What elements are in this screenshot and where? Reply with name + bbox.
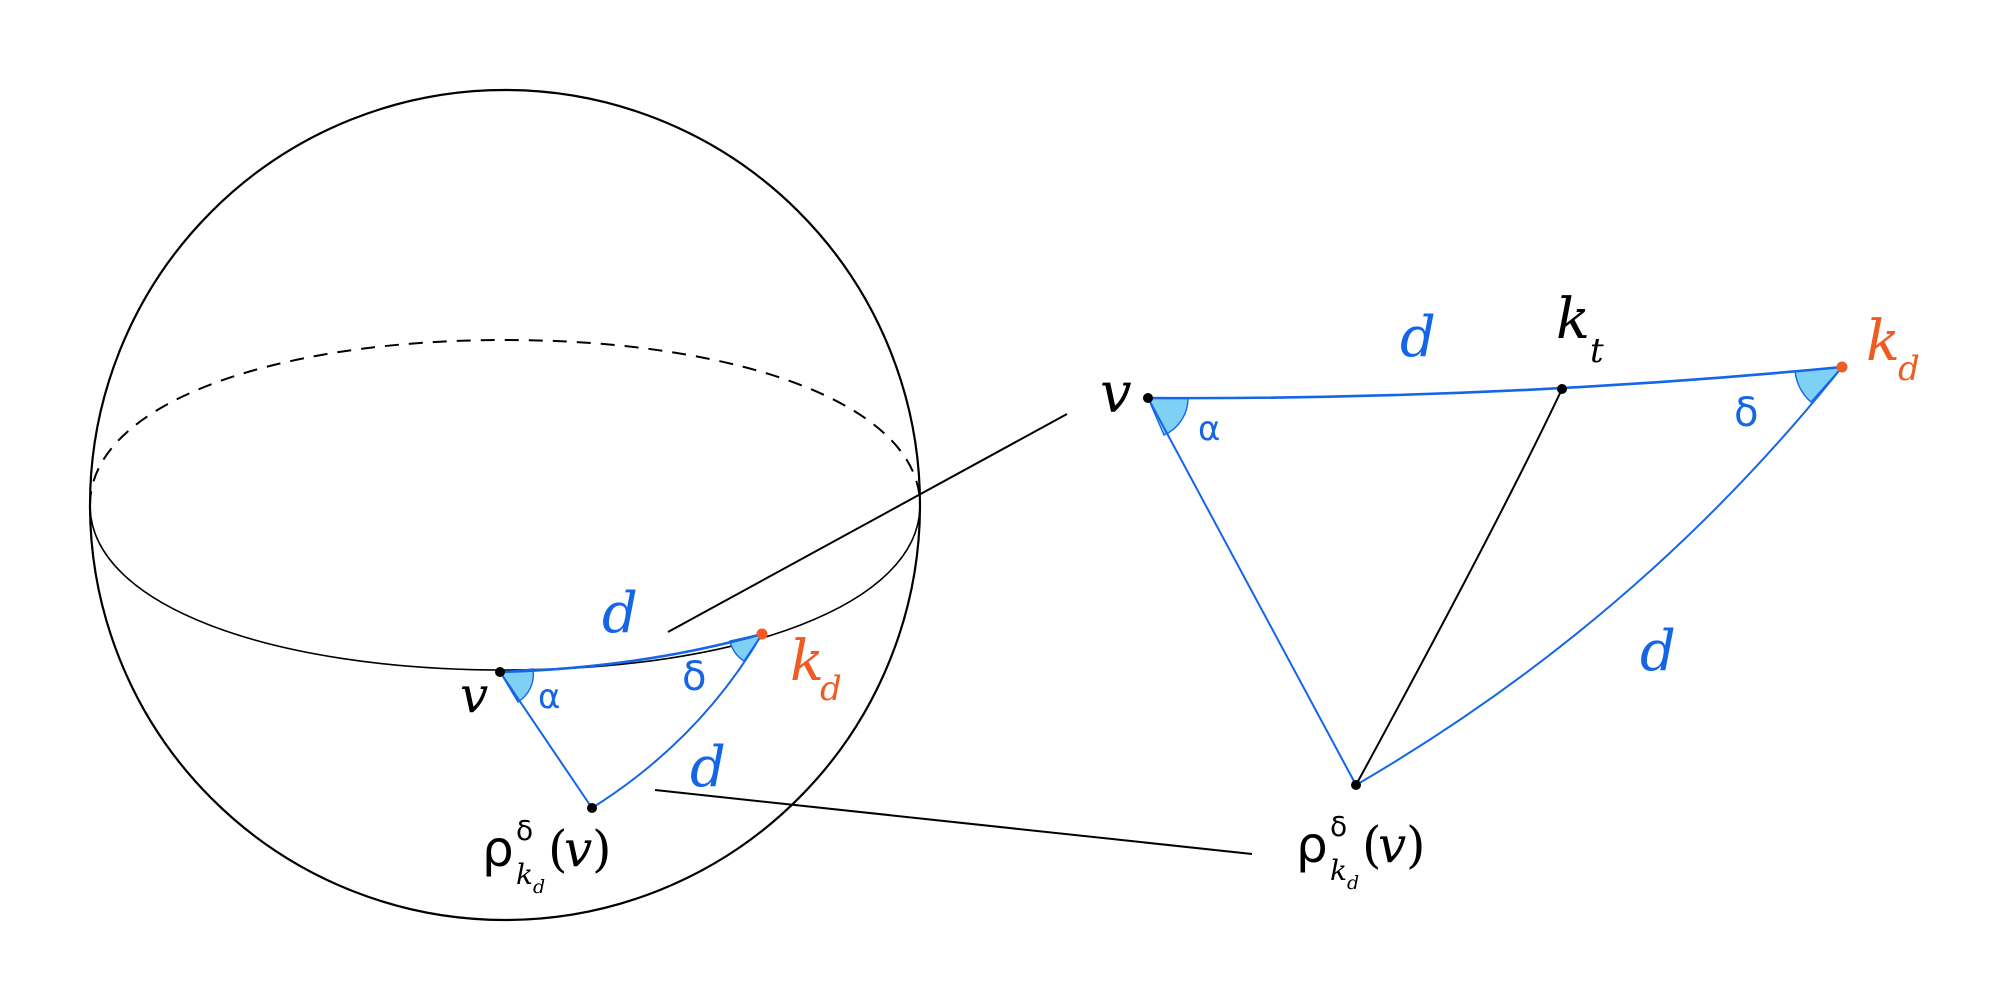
zoom-label-kt: k t [1556, 287, 1604, 371]
zoom-label-v: v [1100, 361, 1132, 426]
zoom-label-alpha: α [1198, 409, 1220, 449]
zoom-side-v-kd [1147, 365, 1843, 400]
zoom-rho-arg: v [1378, 816, 1406, 874]
zoom-side-v-rho [1147, 397, 1357, 786]
zoom-rho-sup: δ [1330, 810, 1347, 843]
sphere-rho-arg: v [564, 820, 592, 878]
sphere-group: v α δ d d k d ρ δ k d ( v ) [88, 88, 922, 922]
zoom-label-d-top: d [1400, 305, 1436, 370]
sphere-label-rho: ρ δ k d ( v ) [482, 814, 612, 898]
sphere-label-v: v [460, 666, 488, 724]
zoom-rho-symbol: ρ [1296, 816, 1328, 874]
sphere-kd-base: k [790, 629, 824, 694]
sphere-vertex-rho [587, 803, 597, 813]
sphere-kd-sub: d [820, 669, 842, 709]
sphere-rho-sub-sub: d [533, 876, 545, 898]
zoom-connector-top [667, 413, 1068, 633]
zoom-connector-bottom [654, 789, 1253, 855]
equator-front [89, 504, 921, 671]
sphere-side-v-kd [499, 632, 763, 674]
zoom-kd-base: k [1866, 309, 1900, 374]
zoom-side-kt-rho [1355, 388, 1563, 786]
sphere-rho-open: ( [548, 820, 568, 878]
sphere-rho-sub-base: k [516, 858, 533, 891]
sphere-vertex-kd [756, 628, 768, 640]
sphere-side-v-rho [499, 671, 593, 809]
zoom-vertex-kd [1836, 361, 1848, 373]
zoom-alpha-angle [1146, 397, 1189, 436]
zoom-rho-close: ) [1406, 816, 1426, 874]
zoom-vertex-kt [1557, 384, 1567, 394]
sphere-side-kd-rho [591, 633, 763, 809]
zoomed-triangle-group: v α δ d d k t k d ρ δ k d ( v ) [1100, 287, 1920, 894]
zoom-label-kd: k d [1866, 309, 1920, 389]
zoom-vertex-v [1143, 393, 1153, 403]
zoom-label-d-right: d [1640, 619, 1676, 684]
sphere-outline [88, 88, 922, 922]
sphere-rho-symbol: ρ [482, 820, 514, 878]
zoom-kd-sub: d [1898, 349, 1920, 389]
sphere-label-delta: δ [682, 654, 706, 700]
sphere-rho-close: ) [592, 820, 612, 878]
zoom-rho-open: ( [1362, 816, 1382, 874]
equator-back-dashed [89, 338, 921, 506]
zoom-label-rho: ρ δ k d ( v ) [1296, 810, 1426, 894]
zoom-rho-sub-sub: d [1347, 872, 1359, 894]
sphere-label-kd: k d [790, 629, 842, 709]
zoom-label-delta: δ [1734, 390, 1758, 436]
zoom-kt-sub: t [1590, 331, 1604, 371]
sphere-label-d-right: d [690, 735, 726, 800]
sphere-rho-sup: δ [516, 814, 533, 847]
zoom-vertex-rho [1351, 780, 1361, 790]
zoom-kt-base: k [1556, 287, 1590, 352]
sphere-vertex-v [495, 667, 505, 677]
zoom-side-kd-rho [1355, 366, 1843, 786]
zoom-rho-sub-base: k [1330, 854, 1347, 887]
sphere-label-alpha: α [538, 677, 560, 717]
sphere-label-d-top: d [602, 581, 638, 646]
